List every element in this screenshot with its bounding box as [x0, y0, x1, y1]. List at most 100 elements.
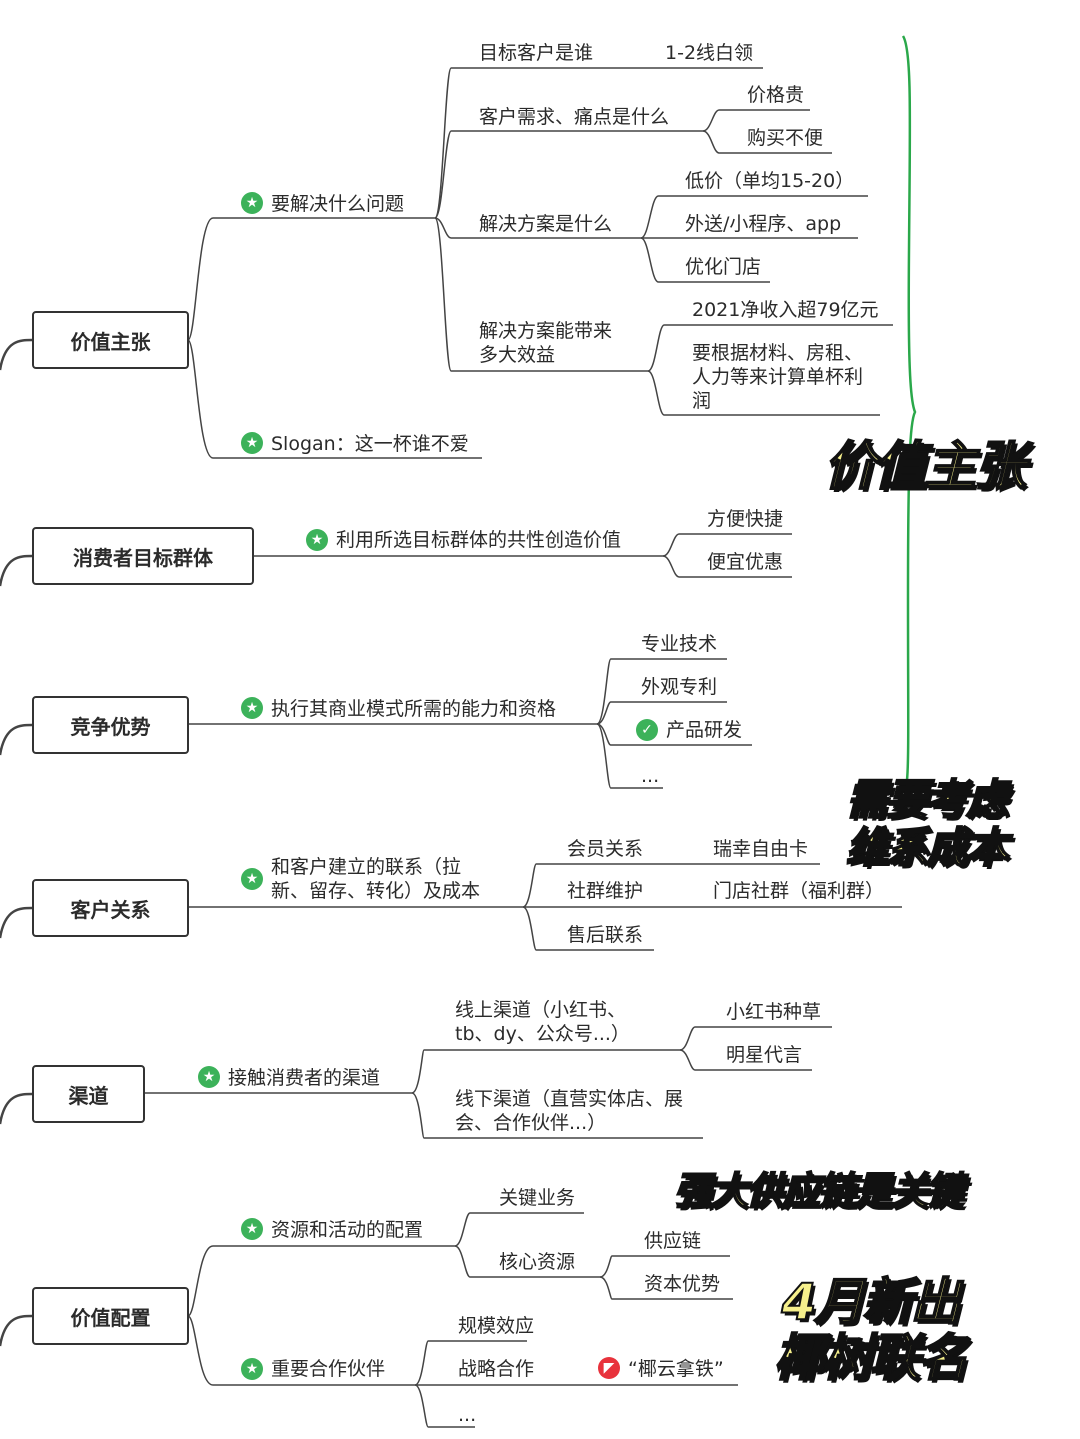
node-xiaohongshu[interactable]: 小红书种草	[726, 1001, 822, 1023]
node-membership-card[interactable]: 瑞幸自由卡	[713, 838, 809, 860]
branch-line	[647, 370, 880, 416]
star-icon: ★	[241, 192, 263, 214]
branch-line	[187, 1245, 455, 1317]
node-aftersales[interactable]: 售后联系	[567, 924, 644, 946]
branch-line	[434, 217, 648, 372]
branch-line	[662, 555, 792, 578]
node-need-inconvenient[interactable]: 购买不便	[747, 127, 824, 149]
node-community[interactable]: 社群维护	[567, 880, 644, 902]
benefit-line1: 解决方案能带来	[479, 320, 613, 342]
node-ben-revenue[interactable]: 2021净收入超79亿元	[692, 299, 879, 321]
node-problem[interactable]: 要解决什么问题	[271, 193, 405, 215]
node-strategic[interactable]: 战略合作	[458, 1358, 535, 1380]
node-sol-store[interactable]: 优化门店	[685, 256, 762, 278]
branch-line	[599, 1255, 730, 1278]
online-line2: tb、dy、公众号...）	[455, 1023, 630, 1045]
node-who[interactable]: 目标客户是谁	[479, 42, 594, 64]
node-ben-profit[interactable]: 要根据材料、房租、人力等来计算单杯利润	[692, 341, 863, 413]
branch-line	[599, 1276, 733, 1300]
star-icon: ★	[241, 1218, 263, 1240]
branch-line	[679, 1026, 832, 1051]
node-benefit[interactable]: 解决方案能带来多大效益	[479, 319, 612, 367]
profit-line1: 要根据材料、房租、	[692, 342, 864, 364]
star-icon: ★	[241, 432, 263, 454]
branch-line	[647, 324, 893, 372]
node-consumer-segments[interactable]: 消费者目标群体	[32, 527, 254, 585]
node-consumer-main[interactable]: 利用所选目标群体的共性创造价值	[336, 529, 622, 551]
node-slogan[interactable]: Slogan：这一杯谁不爱	[271, 433, 469, 455]
star-icon: ★	[198, 1066, 220, 1088]
branch-line	[454, 1212, 584, 1247]
brace-line	[901, 35, 917, 781]
node-celebrity[interactable]: 明星代言	[726, 1044, 803, 1066]
node-offline[interactable]: 线下渠道（直营实体店、展会、合作伙伴...）	[455, 1087, 683, 1135]
node-channels[interactable]: 渠道	[32, 1065, 145, 1123]
offline-line1: 线下渠道（直营实体店、展	[455, 1088, 684, 1110]
overlay-line: 需要考虑	[845, 775, 1009, 825]
node-supply-chain[interactable]: 供应链	[644, 1230, 702, 1252]
node-convenient[interactable]: 方便快捷	[707, 508, 784, 530]
node-community-group[interactable]: 门店社群（福利群）	[713, 880, 885, 902]
node-partners[interactable]: 重要合作伙伴	[271, 1358, 386, 1380]
node-coconut-latte[interactable]: “椰云拿铁”	[628, 1358, 724, 1380]
node-patent[interactable]: 外观专利	[641, 676, 718, 698]
root-stub-line	[0, 338, 33, 371]
star-icon: ★	[241, 868, 263, 890]
star-icon: ★	[241, 1358, 263, 1380]
node-scale[interactable]: 规模效应	[458, 1315, 535, 1337]
node-solution[interactable]: 解决方案是什么	[479, 213, 613, 235]
node-membership[interactable]: 会员关系	[567, 838, 644, 860]
branch-line	[596, 701, 727, 725]
node-cheap[interactable]: 便宜优惠	[707, 551, 784, 573]
overlay-value-proposition: 价值主张	[823, 436, 1027, 498]
node-tech[interactable]: 专业技术	[641, 633, 718, 655]
node-value-configuration[interactable]: 价值配置	[32, 1287, 189, 1345]
node-rnd[interactable]: 产品研发	[666, 719, 743, 741]
root-stub-line	[0, 723, 33, 756]
node-needs[interactable]: 客户需求、痛点是什么	[479, 106, 670, 128]
profit-line2: 人力等来计算单杯利	[692, 366, 864, 388]
node-key-business[interactable]: 关键业务	[499, 1187, 576, 1209]
root-stub-line	[0, 906, 33, 939]
root-stub-line	[0, 1092, 33, 1125]
overlay-line: 4月新出	[781, 1273, 962, 1331]
node-value-proposition[interactable]: 价值主张	[32, 311, 189, 369]
node-partners-more[interactable]: ...	[458, 1404, 477, 1426]
node-online[interactable]: 线上渠道（小红书、tb、dy、公众号...）	[455, 998, 630, 1046]
branch-line	[640, 195, 868, 239]
node-need-price[interactable]: 价格贵	[747, 84, 805, 106]
branch-line	[522, 906, 654, 951]
relations-line1: 和客户建立的联系（拉	[271, 856, 462, 878]
overlay-maintenance-cost: 需要考虑维系成本	[845, 775, 1009, 873]
node-who-answer[interactable]: 1-2线白领	[665, 42, 754, 64]
node-capital[interactable]: 资本优势	[644, 1273, 721, 1295]
node-more[interactable]: ...	[641, 765, 660, 787]
branch-line	[662, 533, 792, 557]
branch-line	[596, 658, 727, 725]
node-core-resources[interactable]: 核心资源	[499, 1251, 576, 1273]
overlay-coconut-collab: 4月新出椰树联名	[773, 1273, 969, 1387]
overlay-line: 维系成本	[845, 823, 1009, 873]
node-customer-relations[interactable]: 客户关系	[32, 879, 189, 937]
node-advantage-main[interactable]: 执行其商业模式所需的能力和资格	[271, 698, 557, 720]
root-stub-line	[0, 1314, 33, 1347]
check-icon: ✓	[636, 719, 658, 741]
node-relations-main[interactable]: 和客户建立的联系（拉新、留存、转化）及成本	[271, 855, 480, 903]
branch-line	[434, 217, 641, 239]
flag-icon: ◤	[598, 1357, 620, 1379]
offline-line2: 会、合作伙伴...）	[455, 1112, 607, 1134]
node-resources[interactable]: 资源和活动的配置	[271, 1219, 424, 1241]
branch-line	[414, 1384, 475, 1428]
branch-line	[411, 1092, 703, 1139]
relations-line2: 新、留存、转化）及成本	[271, 880, 481, 902]
node-sol-delivery[interactable]: 外送/小程序、app	[685, 213, 842, 235]
branch-line	[187, 1315, 415, 1386]
node-competitive-advantage[interactable]: 竞争优势	[32, 696, 189, 754]
star-icon: ★	[241, 697, 263, 719]
branch-line	[702, 130, 832, 154]
node-sol-lowprice[interactable]: 低价（单均15-20）	[685, 170, 855, 192]
branch-line	[414, 1340, 527, 1386]
node-channels-main[interactable]: 接触消费者的渠道	[228, 1067, 381, 1089]
branch-line	[679, 1049, 812, 1071]
